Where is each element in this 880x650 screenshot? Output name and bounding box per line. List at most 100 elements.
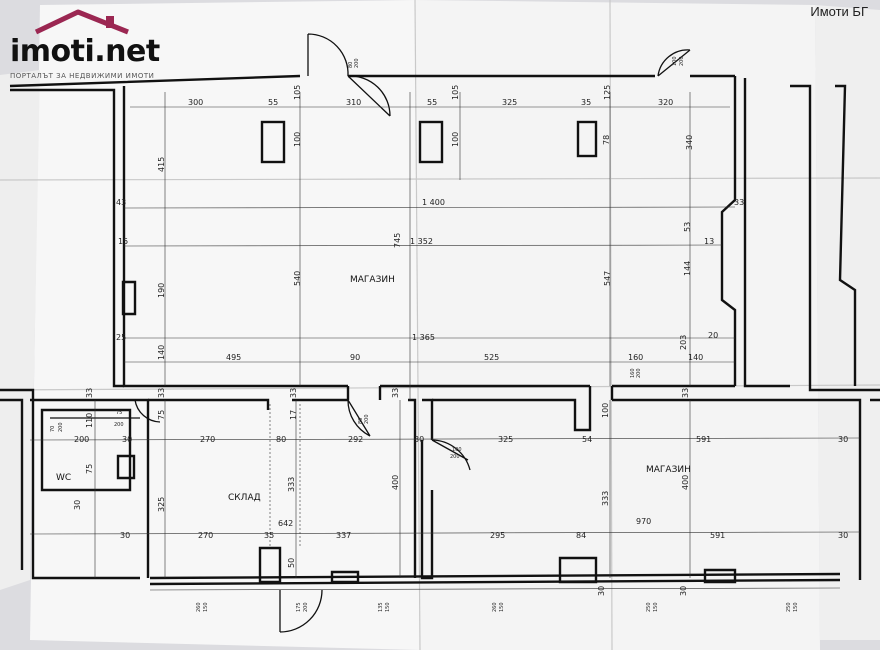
dim-label: 105 xyxy=(293,85,302,100)
dim-label: 203 xyxy=(679,335,688,350)
dim-label: 100 xyxy=(672,56,678,66)
dim-label: 333 xyxy=(601,491,610,506)
dim-label: 300 xyxy=(188,98,203,107)
dim-label: 591 xyxy=(710,531,725,540)
dim-label: 55 xyxy=(268,98,278,107)
dim-label: 30 xyxy=(414,435,424,444)
dim-label: 200 xyxy=(364,414,370,424)
dim-label: 200 xyxy=(636,368,642,378)
dim-label: 325 xyxy=(157,497,166,512)
dim-label: 125 xyxy=(603,85,612,100)
dim-label: 30 xyxy=(838,435,848,444)
imoti-logo: imoti.net ПОРТАЛЪТ ЗА НЕДВИЖИМИ ИМОТИ xyxy=(8,8,178,80)
dim-label: 1 352 xyxy=(410,237,433,246)
dim-label: 35 xyxy=(264,531,274,540)
dim-label: 200 xyxy=(450,454,460,460)
room-label-storage: СКЛАД xyxy=(228,493,261,503)
room-label-wc: WC xyxy=(56,473,71,483)
paper-sheet-far-left xyxy=(0,70,40,590)
dim-label: 250 xyxy=(646,602,652,612)
house-roof-icon xyxy=(34,9,129,35)
dim-label: 33 xyxy=(85,388,94,398)
dim-label: 1 400 xyxy=(422,198,445,207)
dim-label: 160 xyxy=(630,368,636,378)
dim-label: 100 xyxy=(452,447,462,453)
dim-label: 30 xyxy=(73,500,82,510)
dim-label: 200 xyxy=(679,56,685,66)
fold-line xyxy=(414,0,421,650)
dim-label: 135 xyxy=(378,602,384,612)
dim-label: 495 xyxy=(226,353,241,362)
dims-top-row: 300 55 105 310 55 105 325 35 125 320 100… xyxy=(157,85,694,172)
dim-label: 17 xyxy=(289,410,298,420)
paper-sheet-right xyxy=(815,5,880,640)
dim-label: 325 xyxy=(498,435,513,444)
dim-label: 310 xyxy=(346,98,361,107)
dim-label: 140 xyxy=(157,345,166,360)
dim-label: 400 xyxy=(391,475,400,490)
dim-label: 54 xyxy=(582,435,592,444)
logo-wordmark: imoti.net xyxy=(10,34,160,69)
dim-label: 260 xyxy=(196,602,202,612)
dim-label: 80 xyxy=(348,62,354,68)
watermark: Имоти БГ xyxy=(810,4,868,19)
dim-label: 30 xyxy=(120,531,130,540)
dim-label: 642 xyxy=(278,519,293,528)
paper-sheet-left xyxy=(30,0,420,650)
fold-line xyxy=(0,177,880,181)
dim-label: 745 xyxy=(393,233,402,248)
dim-label: 400 xyxy=(681,475,690,490)
dim-label: 33 xyxy=(391,388,400,398)
dim-label: 540 xyxy=(293,271,302,286)
doors xyxy=(134,33,691,633)
dim-label: 250 xyxy=(786,602,792,612)
dim-label: 30 xyxy=(679,586,688,596)
room-label-shop-bottom: МАГАЗИН xyxy=(646,465,691,475)
dim-label: 140 xyxy=(688,353,703,362)
dim-label: 30 xyxy=(122,435,132,444)
columns xyxy=(260,120,598,164)
dim-label: 320 xyxy=(658,98,673,107)
dim-label: 591 xyxy=(696,435,711,444)
dim-label: 270 xyxy=(198,531,213,540)
dims-windows: 260 150 175 200 135 150 260 150 250 150 … xyxy=(196,602,799,612)
dim-label: 33 xyxy=(157,388,166,398)
dim-label: 25 xyxy=(116,333,126,342)
room-label-shop-top: МАГАЗИН xyxy=(350,275,395,285)
dim-label: 340 xyxy=(685,135,694,150)
dims-row3: 140 495 90 525 160 140 33 33 33 33 33 xyxy=(85,345,703,398)
dim-label: 50 xyxy=(287,558,296,568)
dims-doors: 80 200 100 200 80 200 100 200 75 200 160… xyxy=(50,56,685,460)
dim-label: 43 xyxy=(116,198,126,207)
dim-label: 200 xyxy=(74,435,89,444)
dim-label: 33 xyxy=(681,388,690,398)
dim-label: 33 xyxy=(734,198,744,207)
dim-label: 13 xyxy=(704,237,714,246)
dim-label: 333 xyxy=(287,477,296,492)
dim-label: 20 xyxy=(708,331,718,340)
dim-label: 55 xyxy=(427,98,437,107)
dim-label: 84 xyxy=(576,531,586,540)
dims-bottom: 110 75 75 17 200 30 270 80 292 30 325 54… xyxy=(73,403,848,596)
dim-label: 525 xyxy=(484,353,499,362)
dim-label: 53 xyxy=(683,222,692,232)
dim-label: 200 xyxy=(114,422,124,428)
dim-label: 110 xyxy=(85,413,94,428)
dim-label: 295 xyxy=(490,531,505,540)
dim-label: 175 xyxy=(296,602,302,612)
dim-label: 150 xyxy=(385,602,391,612)
dim-label: 75 xyxy=(116,410,122,416)
dim-label: 1 365 xyxy=(412,333,435,342)
dim-label: 270 xyxy=(200,435,215,444)
dim-label: 15 xyxy=(118,237,128,246)
dim-label: 100 xyxy=(601,403,610,418)
dim-label: 100 xyxy=(451,132,460,147)
logo-tagline: ПОРТАЛЪТ ЗА НЕДВИЖИМИ ИМОТИ xyxy=(10,72,155,80)
dim-label: 190 xyxy=(157,283,166,298)
dim-label: 105 xyxy=(451,85,460,100)
dim-label: 90 xyxy=(350,353,360,362)
dim-label: 547 xyxy=(603,271,612,286)
dim-label: 150 xyxy=(499,602,505,612)
dim-label: 325 xyxy=(502,98,517,107)
